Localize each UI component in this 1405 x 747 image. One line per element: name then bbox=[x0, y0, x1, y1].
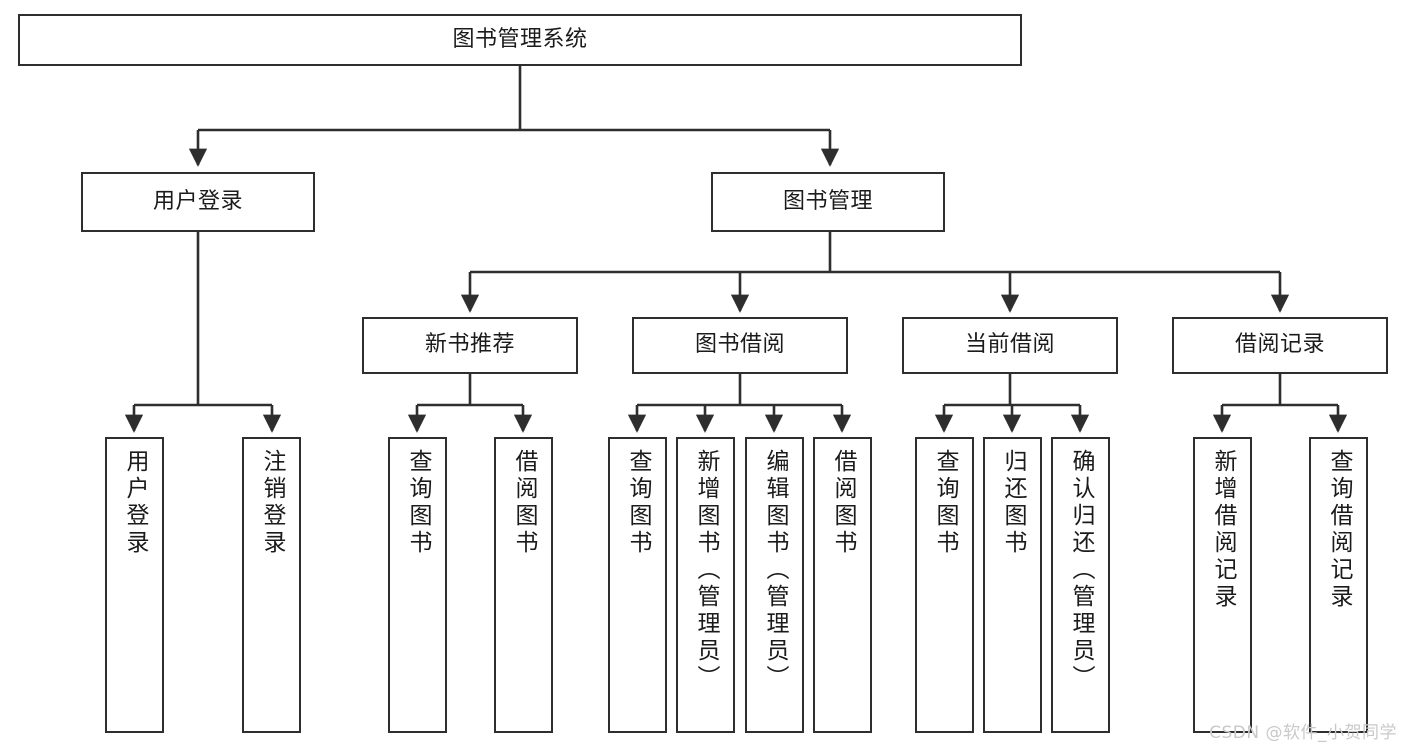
node-root-system[interactable]: 图书管理系统 bbox=[18, 14, 1022, 66]
leaf-query-book-borrow[interactable]: 查询图书 bbox=[608, 437, 667, 733]
leaf-query-borrow-record[interactable]: 查询借阅记录 bbox=[1309, 437, 1368, 733]
node-label: 编辑图书（管理员） bbox=[762, 449, 788, 692]
node-book-management[interactable]: 图书管理 bbox=[711, 172, 945, 232]
node-new-book-recommend[interactable]: 新书推荐 bbox=[362, 317, 578, 374]
watermark-text: CSDN @软件_小贺同学 bbox=[1209, 723, 1397, 743]
leaf-add-borrow-record[interactable]: 新增借阅记录 bbox=[1193, 437, 1252, 733]
node-label: 用户登录 bbox=[122, 449, 148, 557]
node-current-borrow[interactable]: 当前借阅 bbox=[902, 317, 1118, 374]
node-book-borrow[interactable]: 图书借阅 bbox=[632, 317, 848, 374]
node-label: 查询借阅记录 bbox=[1326, 449, 1352, 611]
node-label: 新增图书（管理员） bbox=[693, 449, 719, 692]
leaf-add-book[interactable]: 新增图书（管理员） bbox=[676, 437, 735, 733]
leaf-borrow-book-recommend[interactable]: 借阅图书 bbox=[494, 437, 553, 733]
leaf-edit-book[interactable]: 编辑图书（管理员） bbox=[745, 437, 804, 733]
node-label: 借阅图书 bbox=[511, 449, 537, 557]
leaf-borrow-book[interactable]: 借阅图书 bbox=[813, 437, 872, 733]
node-label: 图书管理 bbox=[782, 188, 873, 214]
node-label: 新书推荐 bbox=[424, 332, 515, 358]
leaf-confirm-return[interactable]: 确认归还（管理员） bbox=[1051, 437, 1110, 733]
node-borrow-record[interactable]: 借阅记录 bbox=[1172, 317, 1388, 374]
node-label: 图书管理系统 bbox=[452, 26, 588, 52]
node-label: 新增借阅记录 bbox=[1210, 449, 1236, 611]
node-label: 当前借阅 bbox=[964, 332, 1055, 358]
leaf-query-book-recommend[interactable]: 查询图书 bbox=[388, 437, 447, 733]
node-label: 确认归还（管理员） bbox=[1068, 449, 1094, 692]
node-label: 借阅记录 bbox=[1234, 332, 1325, 358]
leaf-return-book[interactable]: 归还图书 bbox=[983, 437, 1042, 733]
node-user-login[interactable]: 用户登录 bbox=[81, 172, 315, 232]
node-label: 图书借阅 bbox=[694, 332, 785, 358]
node-label: 查询图书 bbox=[405, 449, 431, 557]
node-label: 查询图书 bbox=[932, 449, 958, 557]
leaf-user-login[interactable]: 用户登录 bbox=[105, 437, 164, 733]
leaf-query-book-current[interactable]: 查询图书 bbox=[915, 437, 974, 733]
node-label: 注销登录 bbox=[259, 449, 285, 557]
leaf-logout-login[interactable]: 注销登录 bbox=[242, 437, 301, 733]
node-label: 查询图书 bbox=[625, 449, 651, 557]
node-label: 借阅图书 bbox=[830, 449, 856, 557]
node-label: 用户登录 bbox=[152, 188, 243, 214]
node-label: 归还图书 bbox=[1000, 449, 1026, 557]
